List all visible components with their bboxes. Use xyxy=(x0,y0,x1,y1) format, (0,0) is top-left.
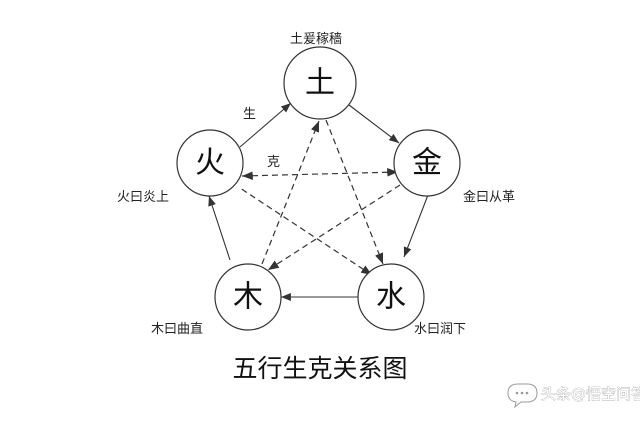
edge-fire-to-metal xyxy=(241,167,399,181)
node-earth-label: 土 xyxy=(305,66,335,101)
edge-wood-to-earth xyxy=(261,120,320,265)
node-wood: 木 xyxy=(214,263,282,331)
edge-fire-to-earth xyxy=(239,102,292,148)
node-water: 水 xyxy=(357,263,425,331)
edge-earth-to-water xyxy=(325,119,384,265)
edge-metal-to-wood xyxy=(267,184,401,271)
label-overcome: 克 xyxy=(267,155,280,170)
watermark: 头条@悟空问答 xyxy=(507,383,640,409)
caption-earth: 土爰稼穑 xyxy=(290,32,342,47)
node-metal: 金 xyxy=(393,129,461,197)
edge-earth-to-metal xyxy=(348,104,400,144)
node-fire: 火 xyxy=(176,129,244,197)
node-wood-label: 木 xyxy=(233,280,263,315)
edge-wood-to-fire xyxy=(208,195,231,261)
watermark-text: 头条@悟空问答 xyxy=(541,385,640,403)
caption-wood: 木曰曲直 xyxy=(151,322,203,337)
edge-metal-to-water xyxy=(403,194,429,258)
node-metal-label: 金 xyxy=(412,146,442,181)
caption-fire: 火曰炎上 xyxy=(117,190,169,205)
node-fire-label: 火 xyxy=(195,146,225,181)
diagram-title: 五行生克关系图 xyxy=(232,354,407,383)
chat-bubble-icon xyxy=(507,383,538,409)
node-water-label: 水 xyxy=(376,280,406,315)
node-earth: 土 xyxy=(283,46,357,120)
caption-water: 水曰润下 xyxy=(414,322,466,337)
edge-water-to-fire xyxy=(239,187,373,276)
label-generate: 生 xyxy=(243,107,256,122)
caption-metal: 金曰从革 xyxy=(463,189,515,205)
